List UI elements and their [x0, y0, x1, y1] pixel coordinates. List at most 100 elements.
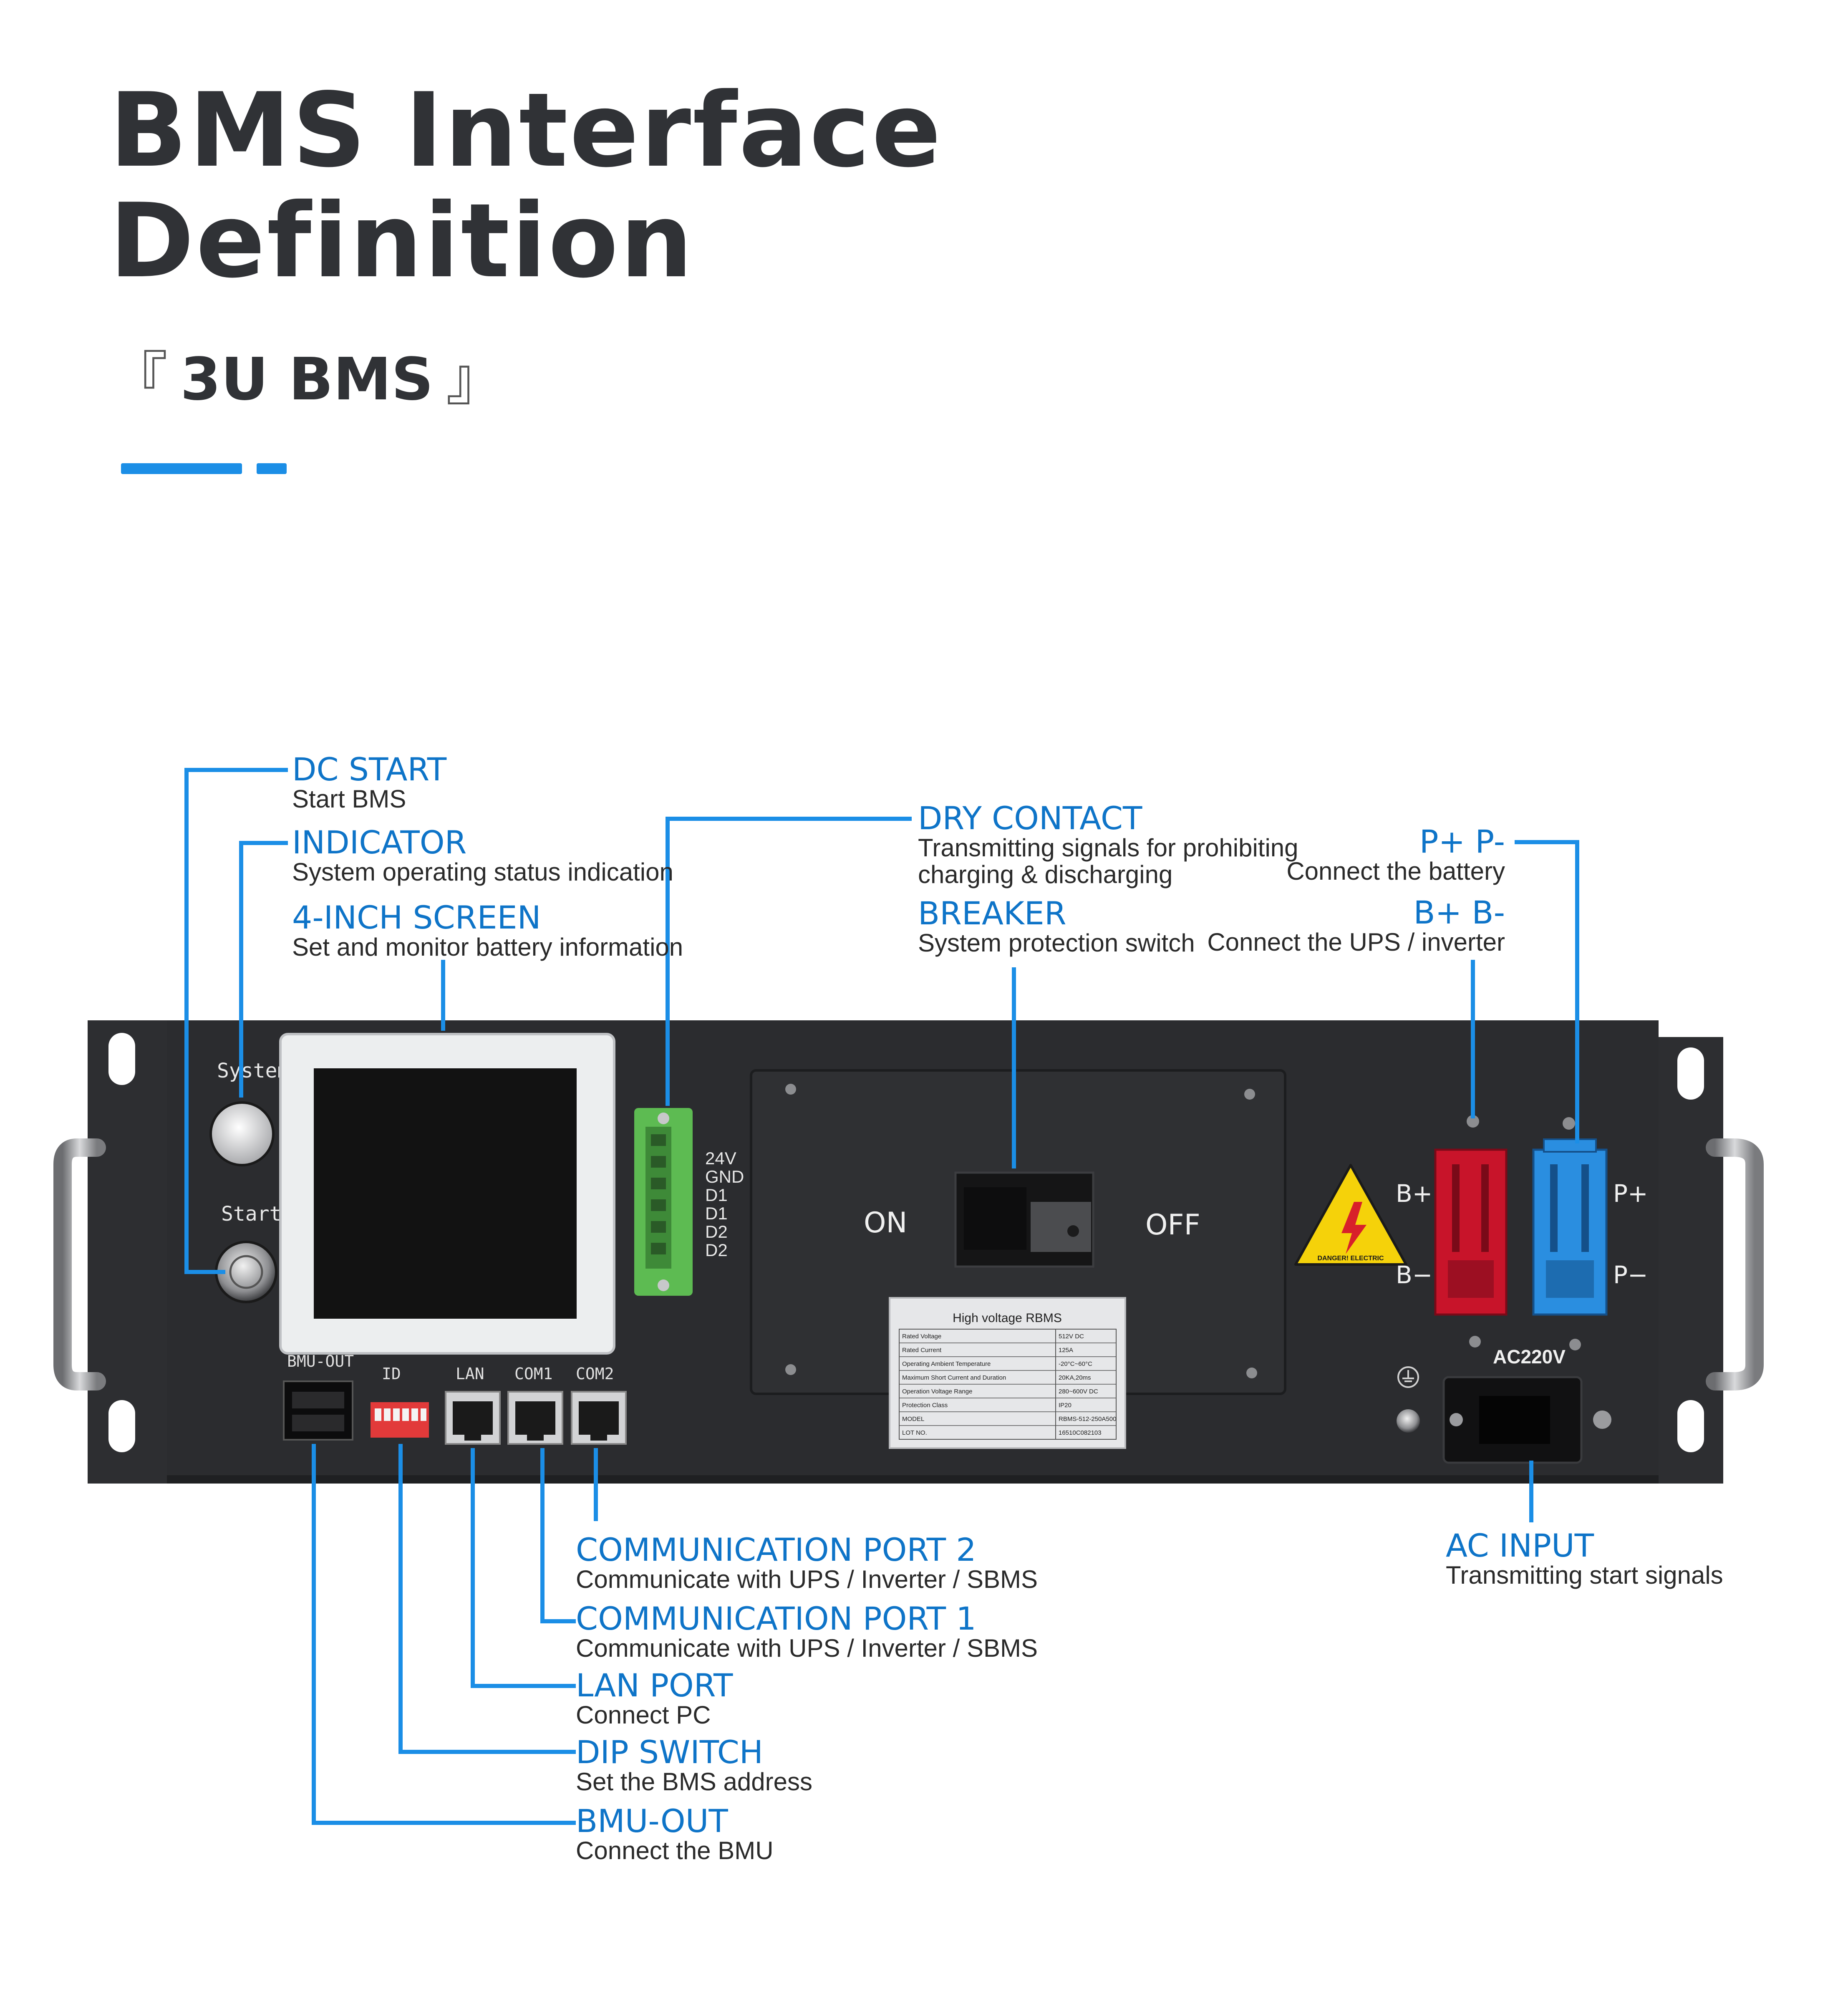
- leader-dry-contact: [666, 817, 912, 1106]
- callout-desc: Communicate with UPS / Inverter / SBMS: [576, 1565, 1038, 1593]
- nameplate-key: Rated Voltage: [902, 1333, 941, 1340]
- leader-lines: [184, 768, 1579, 1825]
- terminal-label-d1b: D1: [705, 1204, 728, 1223]
- bmu-out-port[interactable]: [283, 1380, 353, 1441]
- callout-lan: LAN PORT Connect PC: [576, 1669, 733, 1729]
- page-subtitle: 『3U BMS』: [109, 346, 504, 413]
- com2-port-label: COM2: [576, 1365, 614, 1383]
- nameplate-key: Maximum Short Current and Duration: [902, 1374, 1006, 1381]
- leader-indicator: [239, 841, 288, 1098]
- terminal-label-d2a: D2: [705, 1222, 728, 1242]
- lcd-screen[interactable]: [279, 1033, 615, 1355]
- callout-bmu: BMU-OUT Connect the BMU: [576, 1805, 774, 1864]
- nameplate-key: Protection Class: [902, 1402, 948, 1409]
- terminal-label-d2b: D2: [705, 1240, 728, 1260]
- title-line-1: BMS Interface: [109, 71, 943, 190]
- breaker-switch[interactable]: [954, 1171, 1094, 1268]
- callout-desc: System operating status indication: [292, 858, 673, 886]
- lan-port-label: LAN: [456, 1365, 484, 1383]
- leader-bmu: [312, 1444, 576, 1825]
- terminal-labels: 24V GND D1 D1 D2 D2: [705, 1148, 744, 1260]
- leader-dip: [398, 1444, 576, 1754]
- dry-contact-terminal[interactable]: [634, 1108, 693, 1296]
- p-plus-label: P+: [1613, 1179, 1648, 1208]
- accent-bar-long: [121, 463, 242, 474]
- accent-bar-short: [257, 463, 287, 474]
- leader-dc-start: [184, 768, 288, 1274]
- callout-indicator: INDICATOR System operating status indica…: [292, 826, 673, 886]
- high-voltage-warning-icon: DANGER! ELECTRIC: [1294, 1164, 1407, 1266]
- ground-icon: [1397, 1366, 1420, 1433]
- leader-lan: [471, 1448, 576, 1688]
- callout-ac-input: AC INPUT Transmitting start signals: [1446, 1529, 1723, 1589]
- lan-port[interactable]: [445, 1391, 501, 1445]
- terminal-label-gnd: GND: [705, 1167, 744, 1186]
- warning-text: DANGER! ELECTRIC: [1317, 1255, 1384, 1262]
- callout-desc: Transmitting signals for prohibiting: [918, 834, 1298, 862]
- callout-title: COMMUNICATION PORT 2: [576, 1531, 976, 1568]
- nameplate-value: -20°C~60°C: [1059, 1360, 1092, 1368]
- nameplate-key: Operation Voltage Range: [902, 1388, 972, 1395]
- callout-title: INDICATOR: [292, 824, 467, 861]
- terminal-label-d1a: D1: [705, 1185, 728, 1205]
- callout-com2: COMMUNICATION PORT 2 Communicate with UP…: [576, 1534, 1038, 1593]
- p-connector[interactable]: [1532, 1138, 1608, 1316]
- callout-desc: System protection switch: [918, 929, 1195, 957]
- nameplate-key: Operating Ambient Temperature: [902, 1360, 991, 1368]
- indicator-light: [209, 1101, 275, 1166]
- b-connector[interactable]: [1434, 1148, 1508, 1316]
- system-label: System: [217, 1059, 289, 1083]
- handle-right: [1706, 1138, 1764, 1390]
- callout-desc: Set and monitor battery information: [292, 933, 683, 961]
- nameplate-key: MODEL: [902, 1416, 924, 1423]
- terminal-label-24v: 24V: [705, 1148, 736, 1168]
- callout-p-terminal: P+ P- Connect the battery: [1286, 825, 1505, 885]
- callout-desc: Start BMS: [292, 785, 406, 813]
- b-plus-label: B+: [1396, 1179, 1432, 1208]
- callout-title: 4-INCH SCREEN: [292, 899, 541, 936]
- callout-dc-start: DC START Start BMS: [292, 753, 446, 813]
- handle-left: [53, 1138, 106, 1390]
- callout-com1: COMMUNICATION PORT 1 Communicate with UP…: [576, 1602, 1038, 1662]
- callout-desc: Set the BMS address: [576, 1768, 812, 1796]
- subtitle-text: 3U BMS: [180, 346, 434, 414]
- nameplate-table: Rated Voltage 512V DC Rated Current 125A…: [899, 1329, 1117, 1440]
- leader-p-terminal: [1515, 840, 1579, 1143]
- ac-input-socket[interactable]: [1442, 1376, 1611, 1464]
- nameplate-value: 20KA,20ms: [1059, 1374, 1091, 1381]
- com1-port-label: COM1: [514, 1365, 553, 1383]
- nameplate-value: 16510C082103: [1059, 1429, 1102, 1436]
- nameplate-value: RBMS-512-250A500: [1059, 1416, 1116, 1423]
- nameplate-key: LOT NO.: [902, 1429, 927, 1436]
- subtitle-close-bracket: 』: [446, 346, 504, 414]
- id-label: ID: [382, 1365, 401, 1383]
- callout-title: BREAKER: [918, 895, 1066, 932]
- breaker-on-label: ON: [864, 1206, 907, 1239]
- p-minus-label: P−: [1613, 1261, 1648, 1289]
- b-terminal-labels: B+ B− P+ P−: [1396, 1179, 1648, 1289]
- callout-title: P+ P-: [1419, 823, 1505, 860]
- breaker-off-label: OFF: [1145, 1209, 1200, 1242]
- nameplate-value: 280~600V DC: [1059, 1388, 1098, 1395]
- callout-desc: Transmitting start signals: [1446, 1561, 1723, 1589]
- callout-title: DRY CONTACT: [918, 800, 1142, 837]
- b-minus-label: B−: [1396, 1261, 1432, 1289]
- callout-breaker: BREAKER System protection switch: [918, 897, 1195, 956]
- callout-title: COMMUNICATION PORT 1: [576, 1600, 976, 1637]
- nameplate-key: Rated Current: [902, 1347, 942, 1354]
- callout-desc-line2: charging & discharging: [918, 860, 1173, 888]
- com1-port[interactable]: [507, 1391, 563, 1445]
- dip-switch[interactable]: [371, 1402, 429, 1438]
- com2-port[interactable]: [571, 1391, 627, 1445]
- title-line-2: Definition: [109, 182, 695, 300]
- callout-title: B+ B-: [1413, 894, 1505, 931]
- port-labels: BMU-OUT ID LAN COM1 COM2: [287, 1352, 614, 1383]
- nameplate-value: IP20: [1059, 1402, 1071, 1409]
- nameplate-title: High voltage RBMS: [953, 1311, 1062, 1325]
- rack-ear-right: [1654, 1037, 1723, 1484]
- start-label: Start: [221, 1202, 282, 1226]
- subtitle-open-bracket: 『: [109, 346, 168, 414]
- callout-desc: Connect the battery: [1286, 857, 1505, 885]
- rack-ear-left: [88, 1020, 171, 1484]
